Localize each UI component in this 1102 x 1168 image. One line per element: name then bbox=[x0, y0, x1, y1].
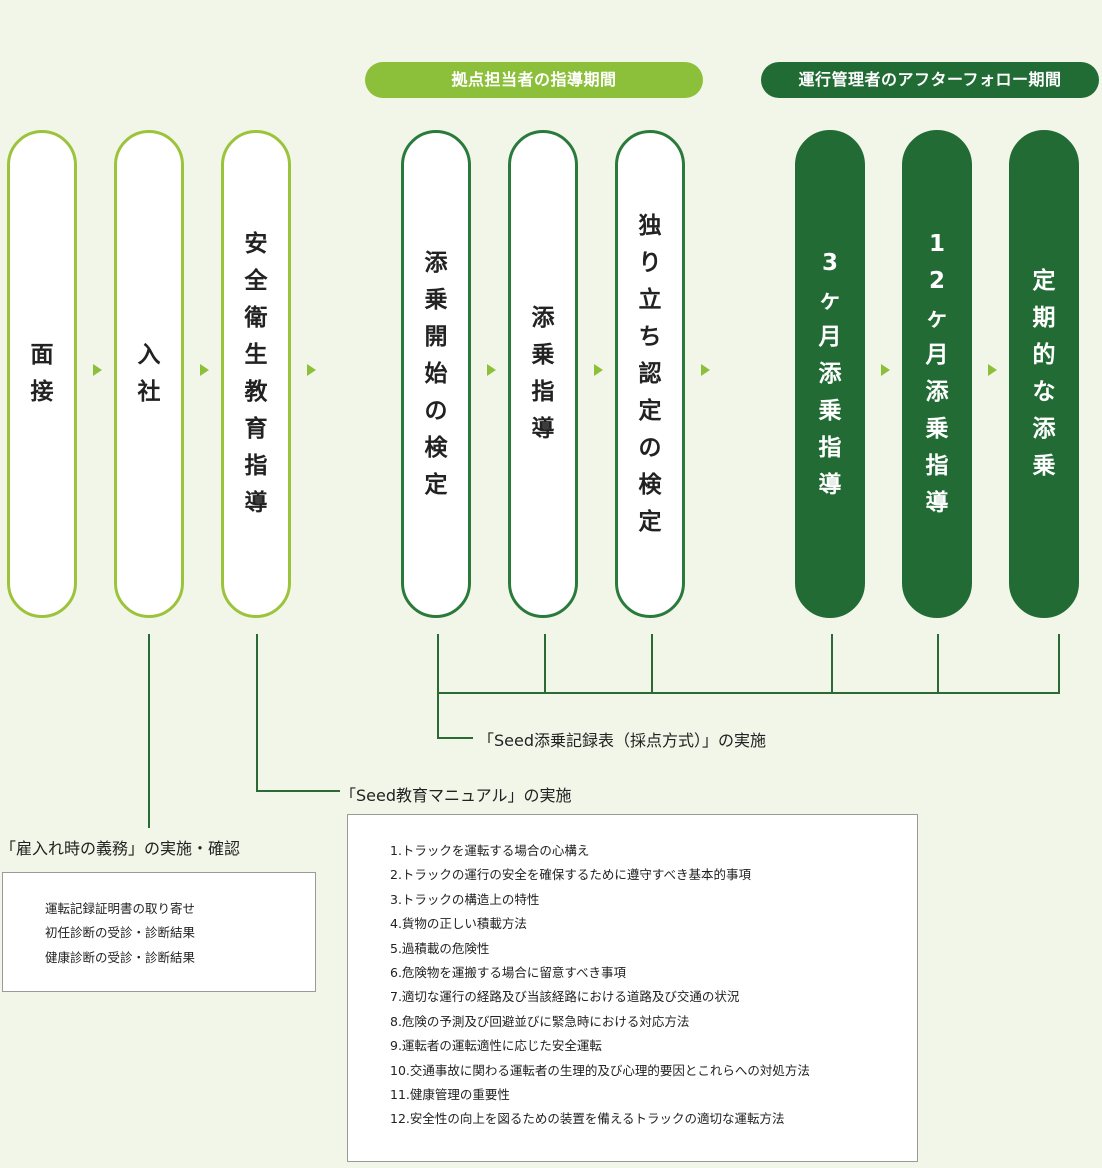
list-item: 12.安全性の向上を図るための装置を備えるトラックの適切な運転方法 bbox=[390, 1111, 785, 1127]
arrow-right-icon bbox=[988, 364, 997, 376]
connector-line bbox=[148, 634, 150, 828]
list-item: 運転記録証明書の取り寄せ bbox=[45, 901, 196, 916]
manual-list: 1.トラックを運転する場合の心構え 2.トラックの運行の安全を確保するために遵守… bbox=[348, 815, 917, 1132]
list-item: 健康診断の受診・診断結果 bbox=[45, 949, 196, 965]
step-interview: 面接 bbox=[7, 130, 77, 618]
arrow-right-icon bbox=[200, 364, 209, 376]
list-item: 10.交通事故に関わる運転者の生理的及び心理的要因とこれらへの対処方法 bbox=[390, 1062, 810, 1078]
step-label: 12ヶ月添乗指導 bbox=[925, 231, 949, 516]
connector-line bbox=[256, 790, 340, 792]
arrow-right-icon bbox=[93, 364, 102, 376]
arrow-right-icon bbox=[701, 364, 710, 376]
connector-line bbox=[544, 634, 546, 694]
arrow-right-icon bbox=[881, 364, 890, 376]
advisor-period-banner: 拠点担当者の指導期間 bbox=[365, 62, 703, 98]
duties-box: 運転記録証明書の取り寄せ 初任診断の受診・診断結果 健康診断の受診・診断結果 bbox=[2, 872, 316, 992]
connector-line bbox=[437, 737, 473, 739]
manual-note: 「Seed教育マニュアル」の実施 bbox=[340, 786, 572, 805]
step-label: 安全衛生教育指導 bbox=[244, 231, 268, 516]
list-item: 初任診断の受診・診断結果 bbox=[45, 925, 196, 941]
arrow-right-icon bbox=[594, 364, 603, 376]
list-item: 1.トラックを運転する場合の心構え bbox=[390, 843, 590, 858]
step-label: 入社 bbox=[137, 342, 161, 405]
list-item: 3.トラックの構造上の特性 bbox=[390, 891, 540, 907]
step-joining: 入社 bbox=[114, 130, 184, 618]
list-item: 8.危険の予測及び回避並びに緊急時における対応方法 bbox=[390, 1013, 690, 1029]
list-item: 11.健康管理の重要性 bbox=[390, 1087, 510, 1103]
step-ride-start-exam: 添乗開始の検定 bbox=[401, 130, 471, 618]
ride-record-note: 「Seed添乗記録表（採点方式）」の実施 bbox=[478, 731, 767, 750]
arrow-right-icon bbox=[307, 364, 316, 376]
step-periodic-ride: 定期的な添乗 bbox=[1009, 130, 1079, 618]
step-label: 独り立ち認定の検定 bbox=[638, 212, 662, 535]
connector-line bbox=[831, 634, 833, 694]
step-independence-exam: 独り立ち認定の検定 bbox=[615, 130, 685, 618]
connector-line bbox=[937, 634, 939, 694]
step-label: 3ヶ月添乗指導 bbox=[818, 249, 842, 498]
list-item: 6.危険物を運搬する場合に留意すべき事項 bbox=[390, 965, 627, 981]
connector-line bbox=[437, 634, 439, 738]
step-ride-guidance: 添乗指導 bbox=[508, 130, 578, 618]
step-label: 添乗開始の検定 bbox=[424, 249, 448, 498]
connector-line bbox=[1058, 634, 1060, 694]
step-12month-ride: 12ヶ月添乗指導 bbox=[902, 130, 972, 618]
connector-line bbox=[651, 634, 653, 694]
manual-box: 1.トラックを運転する場合の心構え 2.トラックの運行の安全を確保するために遵守… bbox=[347, 814, 918, 1162]
connector-line bbox=[437, 692, 1060, 694]
list-item: 9.運転者の運転適性に応じた安全運転 bbox=[390, 1038, 602, 1054]
step-label: 面接 bbox=[30, 342, 54, 405]
step-safety-education: 安全衛生教育指導 bbox=[221, 130, 291, 618]
connector-line bbox=[256, 634, 258, 792]
step-3month-ride: 3ヶ月添乗指導 bbox=[795, 130, 865, 618]
list-item: 4.貨物の正しい積載方法 bbox=[390, 916, 527, 932]
step-label: 添乗指導 bbox=[531, 305, 555, 442]
list-item: 5.過積載の危険性 bbox=[390, 940, 490, 956]
duties-list: 運転記録証明書の取り寄せ 初任診断の受診・診断結果 健康診断の受診・診断結果 bbox=[3, 873, 315, 970]
step-label: 定期的な添乗 bbox=[1032, 268, 1056, 479]
arrow-right-icon bbox=[487, 364, 496, 376]
duties-note: 「雇入れ時の義務」の実施・確認 bbox=[0, 839, 241, 858]
list-item: 2.トラックの運行の安全を確保するために遵守すべき基本的事項 bbox=[390, 867, 752, 883]
followup-period-banner: 運行管理者のアフターフォロー期間 bbox=[761, 62, 1099, 98]
list-item: 7.適切な運行の経路及び当該経路における道路及び交通の状況 bbox=[390, 989, 740, 1005]
